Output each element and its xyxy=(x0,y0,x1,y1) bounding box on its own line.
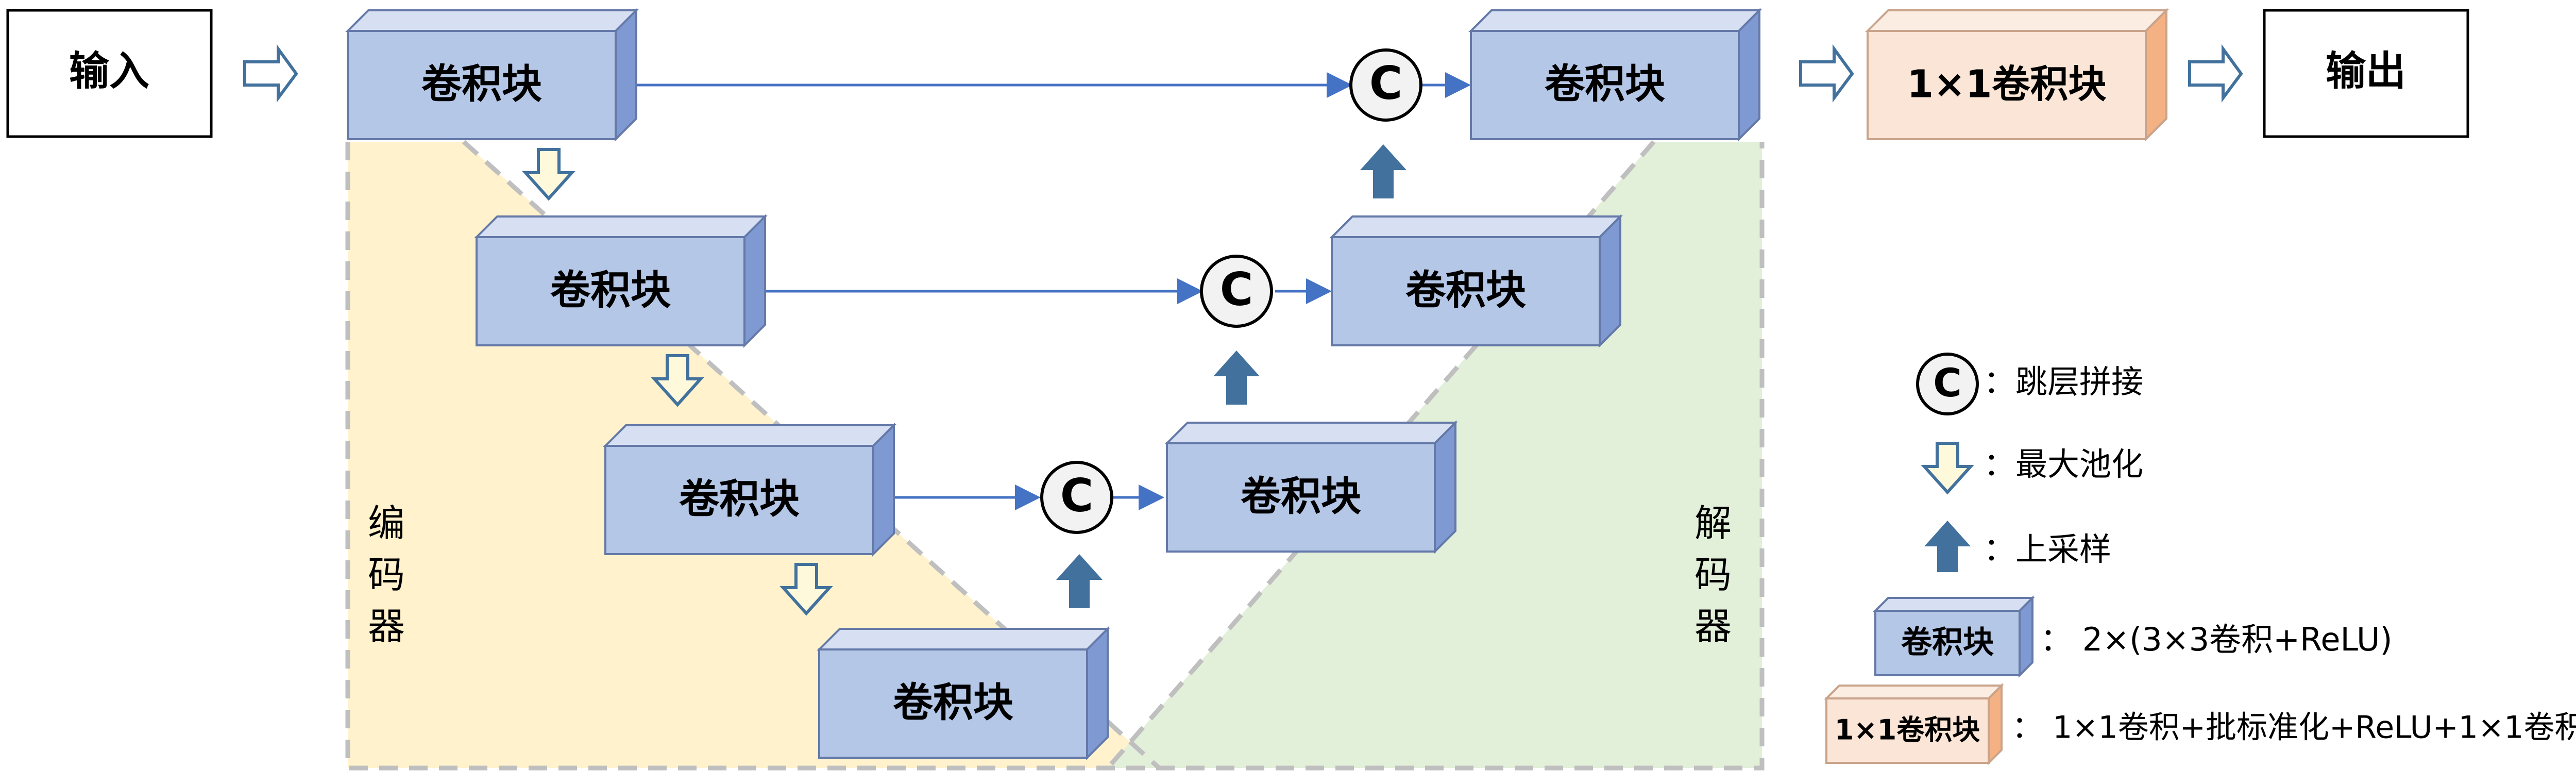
flow-arrow-to-output xyxy=(2188,44,2243,103)
legend-upsample-text: ：上采样 xyxy=(1984,530,2111,568)
upsample-arrow-1 xyxy=(1056,554,1103,608)
concat-node-level2: C xyxy=(1200,255,1273,328)
concat-node-level3: C xyxy=(1040,461,1113,534)
flow-arrow-input xyxy=(243,44,298,103)
output-box: 输出 xyxy=(2263,9,2469,138)
legend-final-box-label: 1×1卷积块 xyxy=(1835,714,1980,746)
pool-arrow-3 xyxy=(779,563,833,616)
pool-arrow-1 xyxy=(522,148,575,201)
legend-upsample: ：上采样 xyxy=(1924,521,2111,572)
final-conv-label: 1×1卷积块 xyxy=(1907,62,2107,107)
input-label: 输入 xyxy=(69,48,149,94)
conv-block-enc2: 卷积块 xyxy=(474,214,768,348)
conv-block-dec3: 卷积块 xyxy=(1164,420,1458,554)
legend-conv-text: ： 2×(3×3卷积+ReLU) xyxy=(2040,621,2393,658)
conv-block-label: 卷积块 xyxy=(1241,473,1361,520)
decoder-label-char-1: 解 xyxy=(1694,502,1732,545)
concat-symbol: C xyxy=(1220,263,1253,316)
conv-block-dec1: 卷积块 xyxy=(1468,8,1762,142)
output-label: 输出 xyxy=(2326,48,2406,94)
decoder-label-char-2: 码 xyxy=(1694,553,1732,596)
encoder-label: 编 码 器 xyxy=(368,502,405,648)
legend-upsample-icon xyxy=(1924,521,1971,572)
legend-pool-icon xyxy=(1921,442,1974,495)
conv-block-label: 卷积块 xyxy=(1405,267,1526,313)
decoder-diagonal-divider xyxy=(1106,140,1656,770)
input-box: 输入 xyxy=(6,9,213,138)
concat-symbol: C xyxy=(1060,469,1094,522)
conv-block-label: 卷积块 xyxy=(421,61,542,107)
conv-block-enc1: 卷积块 xyxy=(345,8,639,142)
legend: C ：跳层拼接 ：最大池化 ：上采样 卷积块 ： 2×(3×3卷积+ReLU) … xyxy=(1824,353,2576,765)
conv-block-label: 卷积块 xyxy=(893,679,1013,726)
concat-node-level1: C xyxy=(1349,48,1422,122)
pool-arrow-2 xyxy=(651,354,704,407)
conv-block-label: 卷积块 xyxy=(679,476,800,522)
conv-block-bottleneck: 卷积块 xyxy=(817,626,1110,760)
final-conv-block: 1×1卷积块 xyxy=(1865,8,2169,142)
legend-conv-box-label: 卷积块 xyxy=(1901,625,1994,661)
legend-concat-symbol: C xyxy=(1933,360,1962,406)
encoder-label-char-3: 器 xyxy=(368,605,405,648)
conv-block-label: 卷积块 xyxy=(550,267,671,313)
legend-conv: 卷积块 ： 2×(3×3卷积+ReLU) xyxy=(1873,595,2393,678)
legend-concat: C ：跳层拼接 xyxy=(1916,353,2143,415)
legend-pool-text: ：最大池化 xyxy=(1984,445,2143,483)
decoder-label-char-3: 器 xyxy=(1694,605,1732,648)
decoder-label: 解 码 器 xyxy=(1694,502,1732,648)
encoder-label-char-2: 码 xyxy=(368,553,405,596)
legend-pool: ：最大池化 xyxy=(1921,442,2143,495)
conv-block-label: 卷积块 xyxy=(1545,61,1665,107)
flow-arrow-to-final xyxy=(1799,44,1854,103)
region-dashed-border xyxy=(345,142,1765,771)
conv-block-dec2: 卷积块 xyxy=(1329,214,1623,348)
upsample-arrows xyxy=(1056,144,1406,608)
pool-arrows xyxy=(522,148,833,616)
legend-final-text: ： 1×1卷积+批标准化+ReLU+1×1卷积 xyxy=(2012,710,2576,746)
encoder-label-char-1: 编 xyxy=(368,502,405,545)
legend-concat-text: ：跳层拼接 xyxy=(1984,363,2143,401)
upsample-arrow-2 xyxy=(1213,351,1260,405)
legend-final: 1×1卷积块 ： 1×1卷积+批标准化+ReLU+1×1卷积 xyxy=(1824,683,2576,765)
concat-symbol: C xyxy=(1369,57,1403,110)
upsample-arrow-3 xyxy=(1360,144,1406,198)
conv-block-enc3: 卷积块 xyxy=(603,423,896,557)
